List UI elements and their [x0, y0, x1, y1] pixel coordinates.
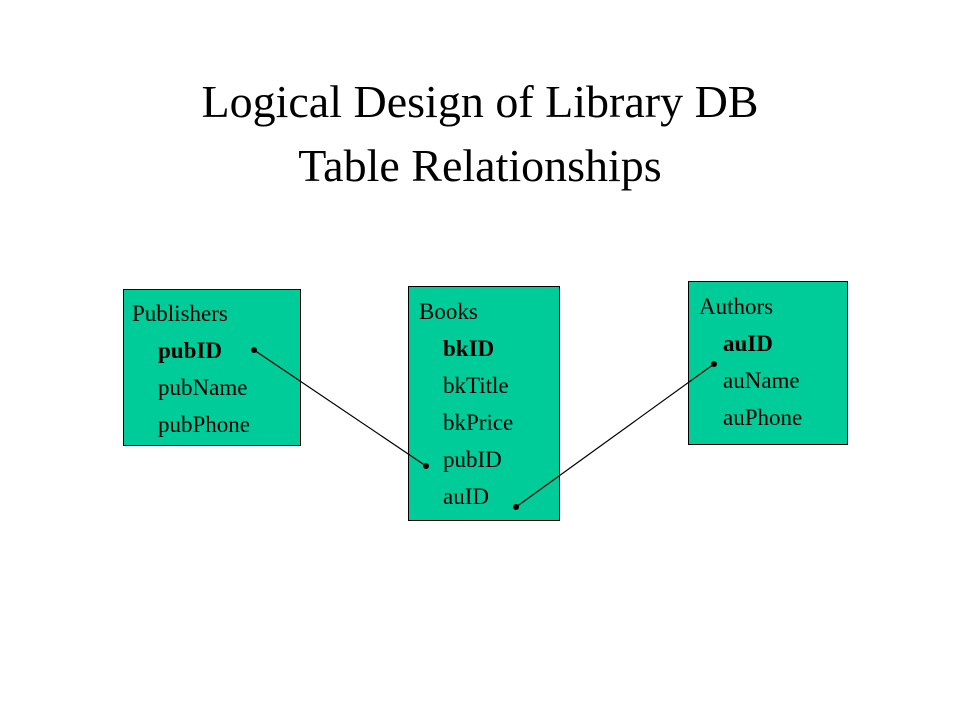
title-line-2: Table Relationships	[298, 140, 662, 191]
field-books-pubid: pubID	[443, 447, 502, 472]
field-authors-auphone: auPhone	[723, 405, 803, 430]
field-publishers-pubname: pubName	[158, 375, 248, 400]
table-name-books: Books	[419, 299, 478, 324]
field-publishers-pubphone: pubPhone	[158, 412, 250, 437]
field-books-bkprice: bkPrice	[443, 410, 514, 435]
field-authors-auname: auName	[723, 368, 800, 393]
slide-title: Logical Design of Library DB Table Relat…	[0, 70, 960, 198]
publishers-table: Publishers pubID pubName pubPhone	[123, 289, 301, 446]
books-table: Books bkID bkTitle bkPrice pubID auID	[408, 286, 560, 521]
table-name-publishers: Publishers	[132, 301, 228, 326]
authors-table: Authors auID auName auPhone	[688, 281, 848, 445]
field-publishers-pubid: pubID	[158, 338, 222, 363]
table-name-authors: Authors	[699, 294, 774, 319]
field-authors-auid: auID	[723, 331, 773, 356]
field-books-bktitle: bkTitle	[443, 373, 509, 398]
field-books-bkid: bkID	[443, 336, 495, 361]
field-books-auid: auID	[443, 484, 489, 509]
title-line-1: Logical Design of Library DB	[201, 76, 759, 127]
